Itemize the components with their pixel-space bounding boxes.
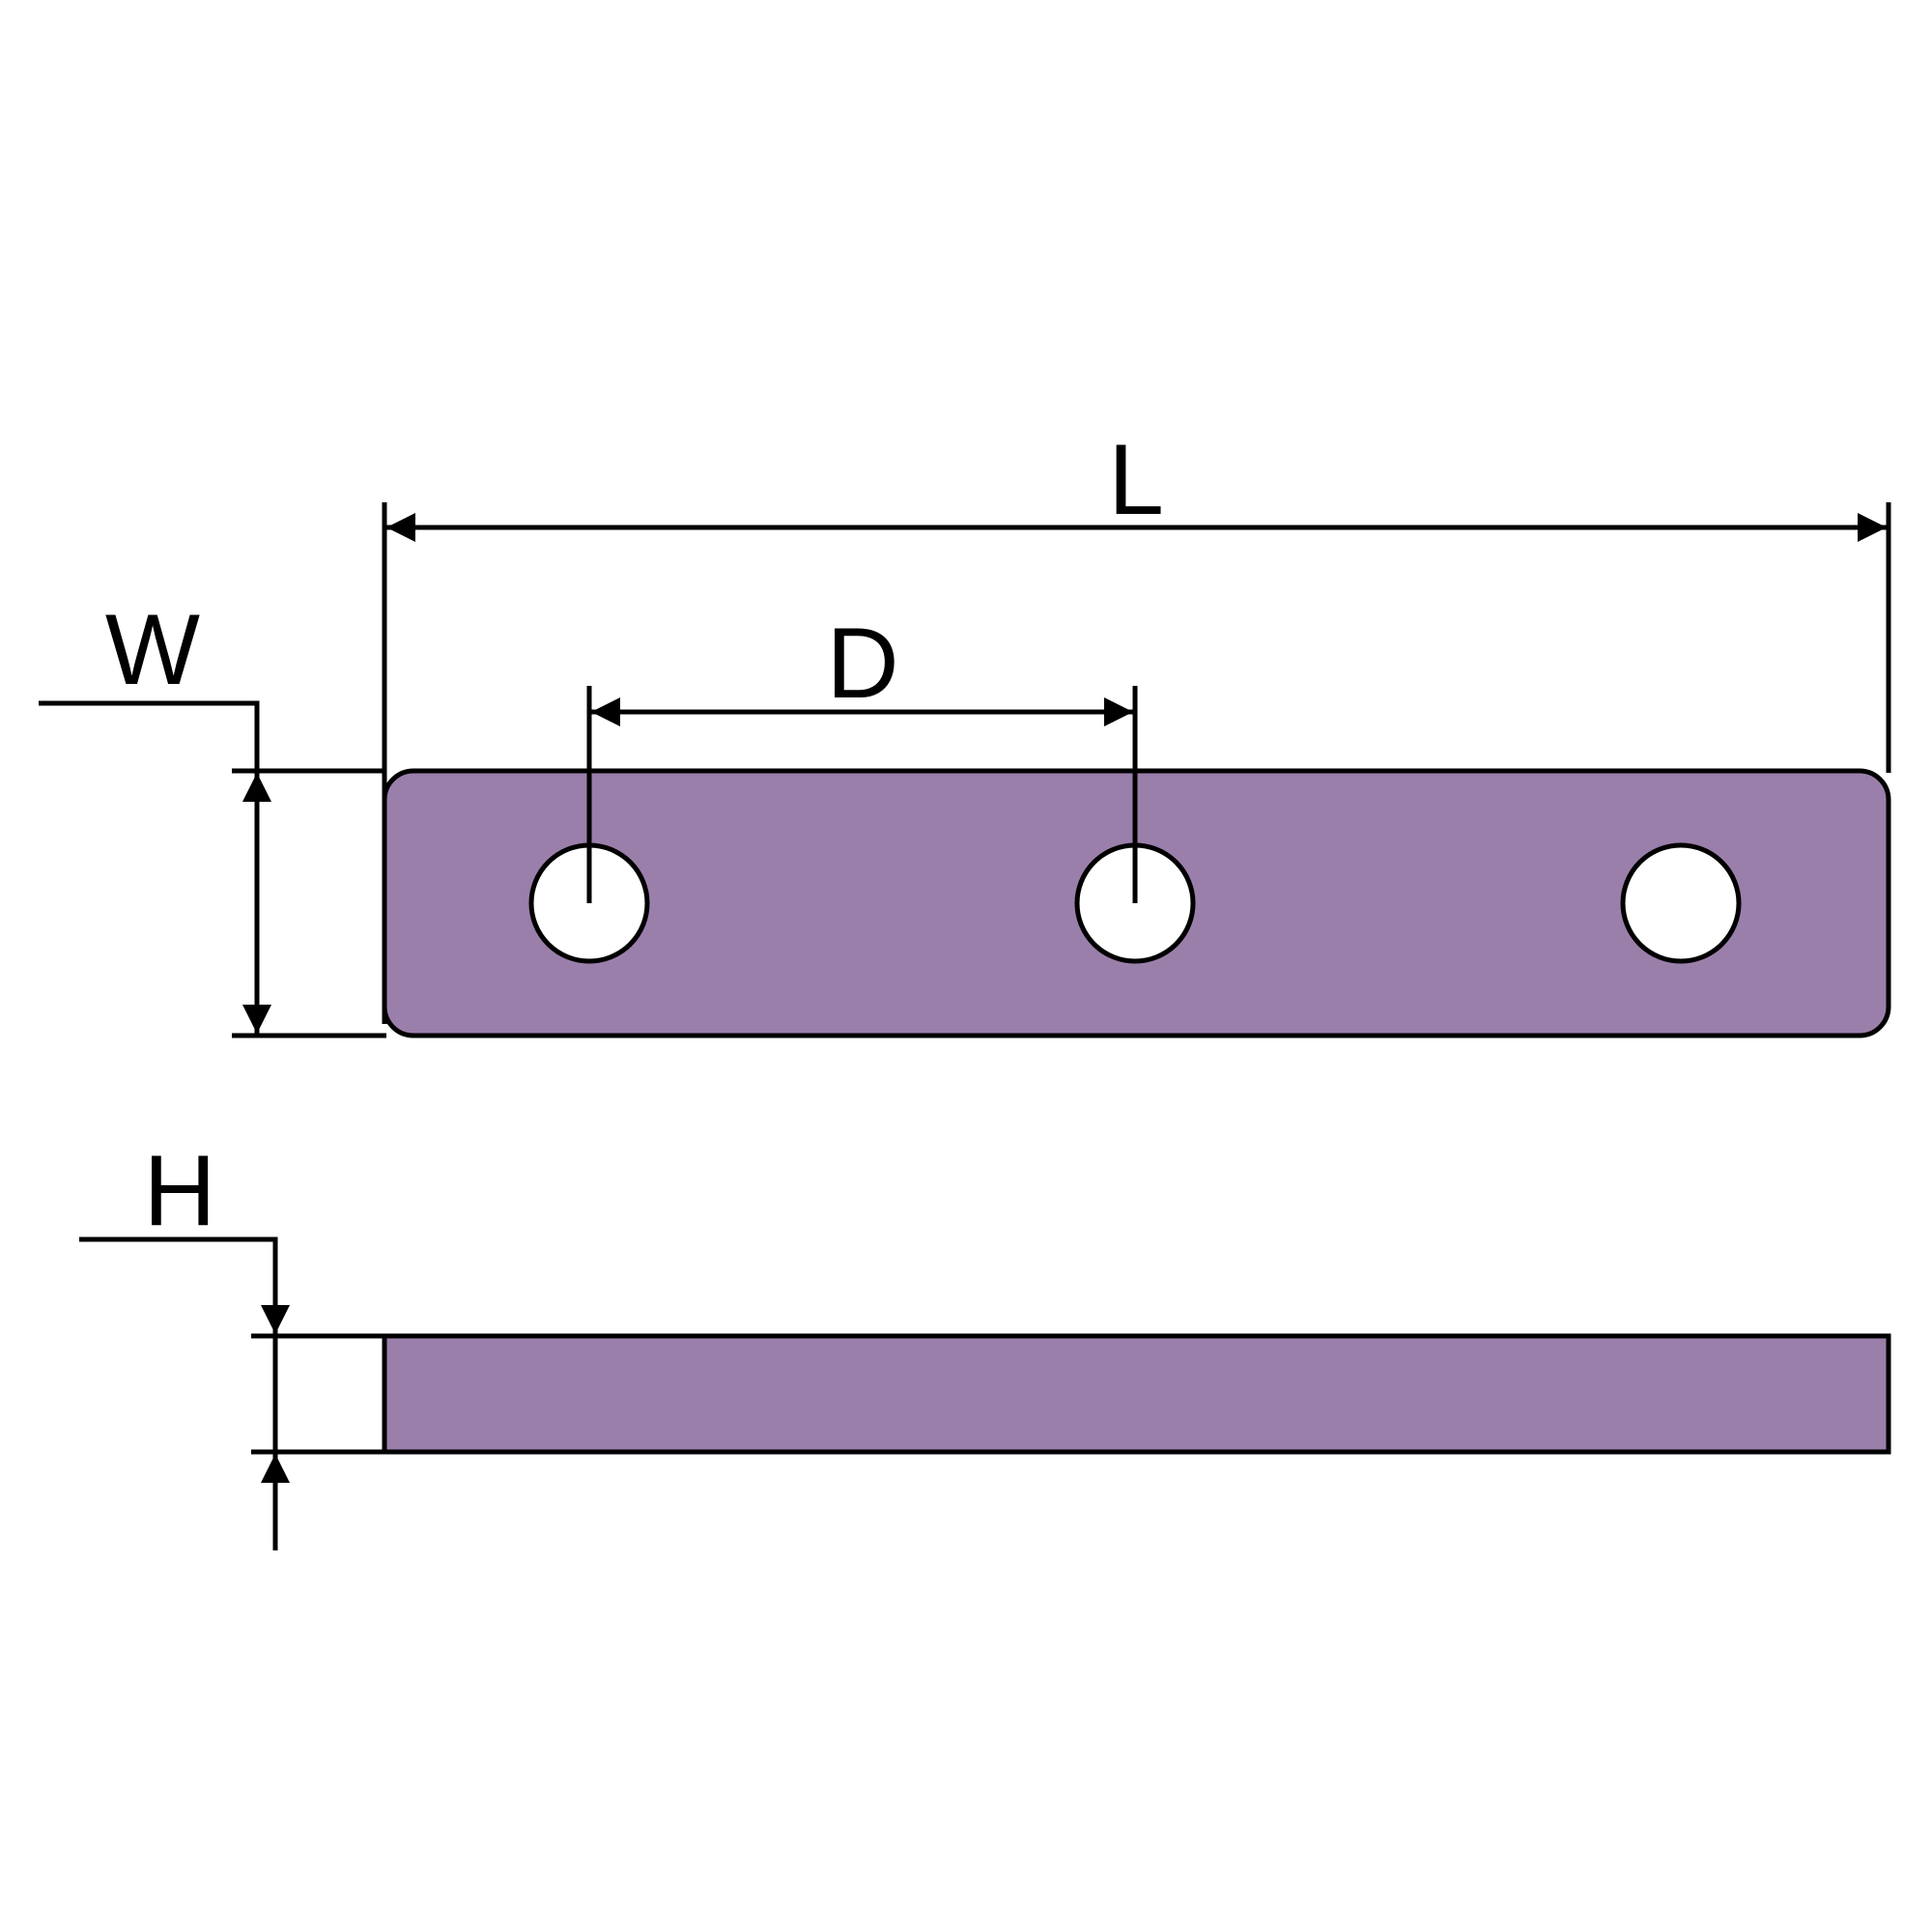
hole-3 (1620, 842, 1742, 964)
side-view (382, 1333, 1891, 1455)
length-dimension (382, 502, 1891, 1024)
thickness-leader (79, 1236, 290, 1334)
thickness-label: H (143, 1135, 215, 1247)
width-label: W (105, 594, 200, 706)
width-dimension (39, 700, 386, 1038)
length-label: L (1108, 424, 1164, 536)
width-leader (39, 700, 260, 773)
thickness-dimension (79, 1236, 386, 1550)
hole-spacing-dimension (586, 686, 1138, 903)
plate-side (382, 1333, 1891, 1455)
hole-spacing-label: D (826, 608, 898, 720)
